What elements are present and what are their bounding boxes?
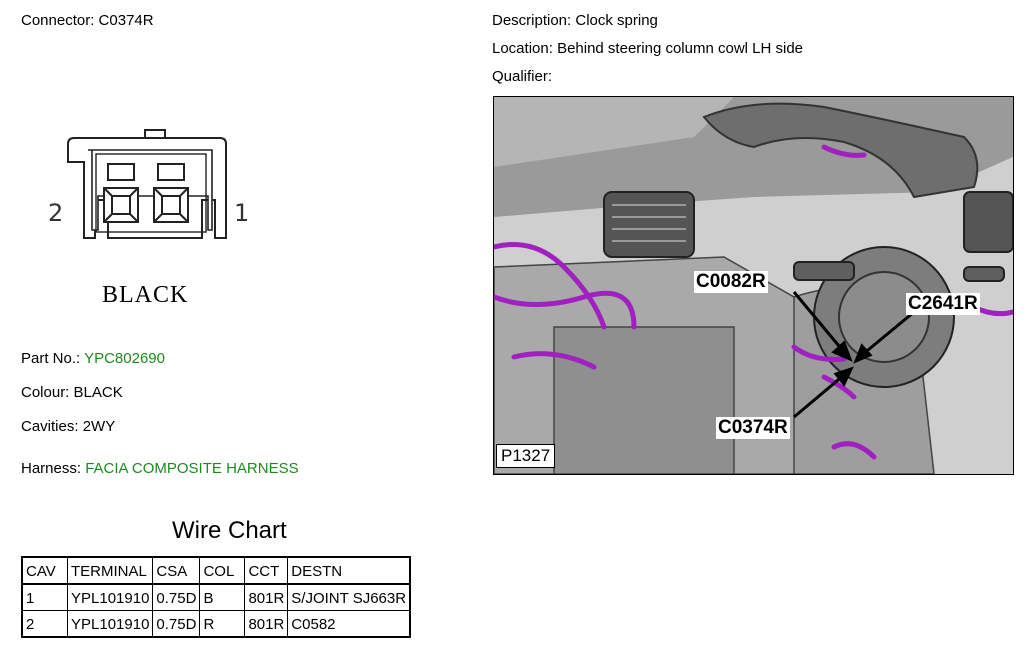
cell-destn: C0582 bbox=[287, 610, 411, 638]
cell-cct: 801R bbox=[244, 583, 289, 611]
wire-chart-table: CAV TERMINAL CSA COL CCT DESTN 1 YPL1019… bbox=[21, 556, 412, 638]
cell-destn: S/JOINT SJ663R bbox=[287, 583, 411, 611]
header-destn: DESTN bbox=[287, 556, 411, 585]
connector-line: Connector: C0374R bbox=[21, 12, 154, 30]
table-row: 2 YPL101910 0.75D R 801R C0582 bbox=[21, 610, 411, 638]
harness-line: Harness: FACIA COMPOSITE HARNESS bbox=[21, 460, 299, 478]
location-value: Behind steering column cowl LH side bbox=[557, 40, 804, 57]
header-terminal: TERMINAL bbox=[66, 556, 154, 585]
connector-colour-label: BLACK bbox=[102, 282, 189, 308]
harness-label: Harness: bbox=[21, 460, 82, 477]
header-csa: CSA bbox=[152, 556, 201, 585]
part-no-link[interactable]: YPC802690 bbox=[84, 350, 165, 367]
colour-value: BLACK bbox=[73, 384, 123, 401]
callout-c0082r: C0082R bbox=[694, 271, 768, 293]
callout-c0374r: C0374R bbox=[716, 417, 790, 439]
cell-col: R bbox=[199, 610, 246, 638]
header-col: COL bbox=[199, 556, 246, 585]
colour-line: Colour: BLACK bbox=[21, 384, 123, 402]
description-value: Clock spring bbox=[575, 12, 658, 29]
callout-c2641r: C2641R bbox=[906, 293, 980, 315]
connector-value: C0374R bbox=[98, 12, 154, 29]
cell-cav: 1 bbox=[21, 583, 68, 611]
location-label: Location: bbox=[492, 40, 553, 57]
cavities-value: 2WY bbox=[82, 418, 116, 435]
cell-terminal: YPL101910 bbox=[66, 583, 154, 611]
location-line: Location: Behind steering column cowl LH… bbox=[492, 40, 803, 58]
photo-ref-label: P1327 bbox=[496, 444, 556, 468]
qualifier-label: Qualifier: bbox=[492, 68, 553, 85]
cell-csa: 0.75D bbox=[152, 583, 201, 611]
cell-cav: 2 bbox=[21, 610, 68, 638]
connector-face-diagram bbox=[67, 129, 227, 239]
location-photo-drawing bbox=[494, 97, 1013, 474]
cell-col: B bbox=[199, 583, 246, 611]
cell-cct: 801R bbox=[244, 610, 289, 638]
pin-2-label: 2 bbox=[48, 199, 64, 227]
connector-label: Connector: bbox=[21, 12, 95, 29]
wire-chart-title: Wire Chart bbox=[172, 517, 287, 544]
header-cct: CCT bbox=[244, 556, 289, 585]
cavities-label: Cavities: bbox=[21, 418, 79, 435]
harness-link[interactable]: FACIA COMPOSITE HARNESS bbox=[85, 460, 299, 477]
qualifier-line: Qualifier: bbox=[492, 68, 552, 86]
table-row: 1 YPL101910 0.75D B 801R S/JOINT SJ663R bbox=[21, 583, 411, 611]
header-cav: CAV bbox=[21, 556, 68, 585]
location-photo: C0082R C2641R C0374R P1327 bbox=[493, 96, 1014, 475]
cell-csa: 0.75D bbox=[152, 610, 201, 638]
part-no-label: Part No.: bbox=[21, 350, 81, 367]
table-header-row: CAV TERMINAL CSA COL CCT DESTN bbox=[21, 556, 411, 585]
cavities-line: Cavities: 2WY bbox=[21, 418, 115, 436]
part-no-line: Part No.: YPC802690 bbox=[21, 350, 165, 368]
description-label: Description: bbox=[492, 12, 572, 29]
cell-terminal: YPL101910 bbox=[66, 610, 154, 638]
pin-1-label: 1 bbox=[234, 199, 250, 227]
colour-label: Colour: bbox=[21, 384, 70, 401]
description-line: Description: Clock spring bbox=[492, 12, 658, 30]
